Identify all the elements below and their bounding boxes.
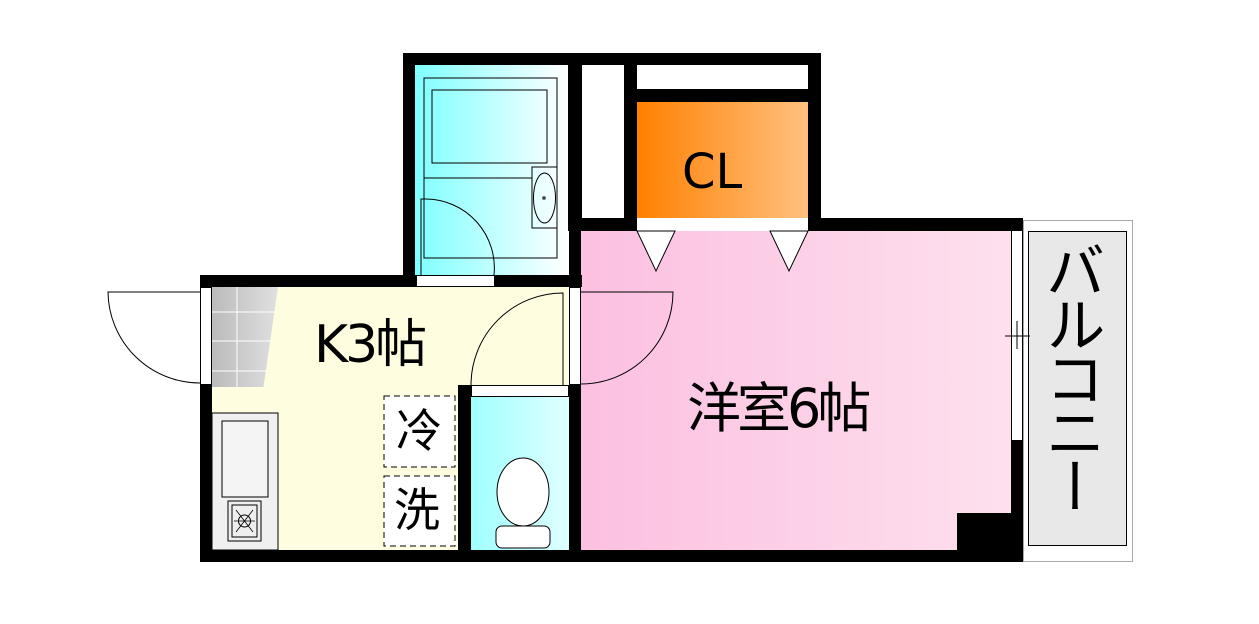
wall <box>637 89 808 102</box>
wall <box>200 385 212 562</box>
wall <box>569 385 581 550</box>
washbasin-icon <box>531 166 558 229</box>
wall-pillar <box>957 513 1023 562</box>
toilet-bowl-icon <box>496 457 550 527</box>
washer-space-icon <box>383 475 456 547</box>
toilet-door-opening <box>471 385 569 397</box>
closet-upper-shelf <box>637 65 808 89</box>
entrance-door-swing-icon <box>107 291 201 384</box>
bath-door-swing-icon <box>420 198 495 276</box>
bathroom-floor <box>415 65 568 277</box>
western-room-label: 洋室6帖 <box>687 377 871 440</box>
closet-threshold <box>637 218 808 230</box>
wall <box>200 275 212 287</box>
balcony-label: バルコニー <box>1035 240 1105 510</box>
wall <box>568 53 582 231</box>
wall <box>569 231 581 288</box>
wall <box>403 53 821 65</box>
closet-door-icon <box>636 230 676 273</box>
kitchen-label: K3帖 <box>314 315 427 375</box>
bath-door-opening <box>416 275 495 287</box>
fridge-label: 冷 <box>396 404 442 458</box>
room-door-opening <box>569 287 581 385</box>
room-door-swing-icon <box>580 291 674 385</box>
wall <box>808 53 821 231</box>
closet-label: CL <box>682 144 743 200</box>
balcony-inner <box>1028 231 1127 546</box>
washer-label: 洗 <box>394 483 440 537</box>
fridge-space-icon <box>383 395 456 468</box>
wall <box>808 218 1023 231</box>
hall-floor <box>458 287 568 385</box>
bathtub-basin-icon <box>431 89 548 164</box>
wall <box>582 218 637 231</box>
wall <box>403 53 415 287</box>
bathtub-outline-icon <box>423 77 558 259</box>
toilet-tank-icon <box>495 525 551 549</box>
corridor-space <box>582 65 624 219</box>
closet-door-icon <box>769 230 809 273</box>
western-room-floor <box>581 231 1011 550</box>
wall <box>200 550 1023 562</box>
hall-door-swing-icon <box>470 292 564 386</box>
closet-floor <box>637 102 808 218</box>
sink-icon <box>221 420 269 498</box>
wall <box>458 385 471 550</box>
entrance-opening <box>200 287 212 385</box>
wall <box>624 53 637 231</box>
